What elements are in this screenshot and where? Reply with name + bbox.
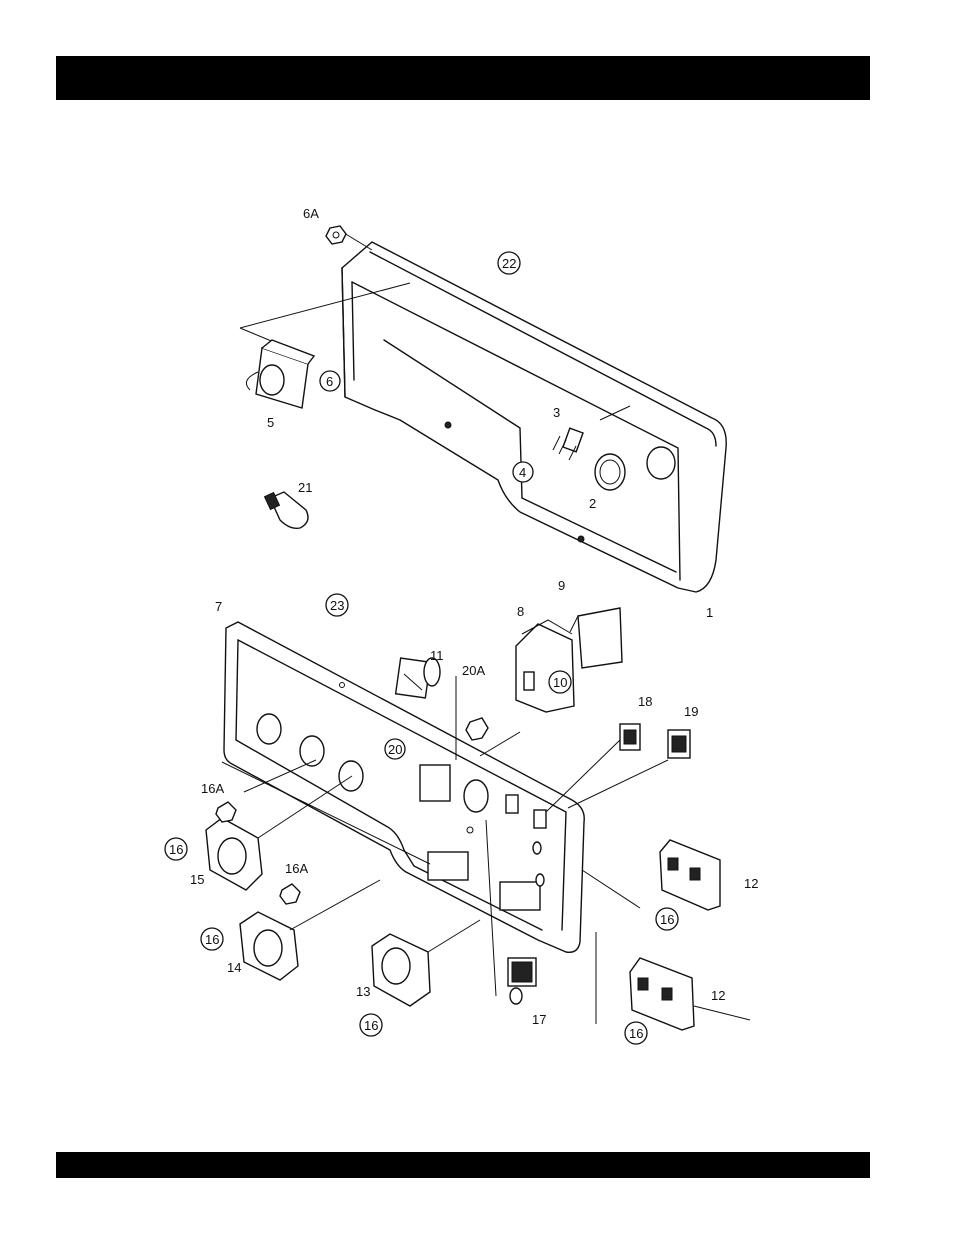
toggle-switch [508,958,536,1004]
receptacle-15 [206,818,262,890]
svg-text:14: 14 [227,960,241,975]
callout-19: 19 [684,704,698,719]
nut-20a [466,718,488,740]
svg-text:20A: 20A [462,663,485,678]
svg-text:5: 5 [267,415,274,430]
bulb [265,492,308,528]
callout-12-lower: 12 [711,988,725,1003]
callout-1: 1 [706,605,713,620]
callout-21: 21 [298,480,312,495]
callout-20: 20 [385,739,405,759]
svg-text:9: 9 [558,578,565,593]
callout-8: 8 [517,604,524,619]
svg-text:6: 6 [326,374,333,389]
callout-15: 15 [190,872,204,887]
svg-text:19: 19 [684,704,698,719]
control-box-housing [240,233,726,592]
callout-16a-1: 16A [201,781,224,796]
callout-16-d: 16 [656,908,678,930]
callout-18: 18 [638,694,652,709]
callout-6: 6 [320,371,340,391]
receptacle-14 [240,912,298,980]
svg-text:16: 16 [205,932,219,947]
nut-16a-1 [216,802,236,822]
callout-11: 11 [430,648,444,663]
callout-12-upper: 12 [744,876,758,891]
callout-17: 17 [532,1012,546,1027]
svg-text:16: 16 [364,1018,378,1033]
svg-text:16A: 16A [201,781,224,796]
callout-3: 3 [553,405,560,420]
svg-text:8: 8 [517,604,524,619]
outlet-12-lower [630,958,694,1030]
hour-meter [396,658,440,698]
callout-10: 10 [549,671,571,693]
lamp-holder [246,340,314,408]
svg-text:1: 1 [706,605,713,620]
receptacle-13 [372,934,430,1006]
svg-text:13: 13 [356,984,370,999]
callout-13: 13 [356,984,370,999]
svg-text:20: 20 [388,742,402,757]
svg-text:3: 3 [553,405,560,420]
callout-16-e: 16 [625,1022,647,1044]
callout-7: 7 [215,599,222,614]
nut-6a [326,226,346,244]
svg-text:6A: 6A [303,206,319,221]
svg-text:11: 11 [430,648,444,663]
callout-14: 14 [227,960,241,975]
callout-2: 2 [589,496,596,511]
callout-16-c: 16 [360,1014,382,1036]
callout-9: 9 [558,578,565,593]
callout-4: 4 [513,462,533,482]
circuit-breaker [516,608,622,712]
svg-text:10: 10 [553,675,567,690]
callout-20a: 20A [462,663,485,678]
callout-22: 22 [498,252,520,274]
svg-text:21: 21 [298,480,312,495]
svg-text:16: 16 [169,842,183,857]
outlet-12-upper [660,840,720,910]
svg-text:12: 12 [711,988,725,1003]
svg-text:4: 4 [519,465,526,480]
nut-16a-2 [280,884,300,904]
svg-text:23: 23 [330,598,344,613]
svg-text:16A: 16A [285,861,308,876]
callout-16-b: 16 [201,928,223,950]
svg-text:22: 22 [502,256,516,271]
svg-text:7: 7 [215,599,222,614]
callout-16a-2: 16A [285,861,308,876]
svg-text:2: 2 [589,496,596,511]
svg-text:12: 12 [744,876,758,891]
svg-text:18: 18 [638,694,652,709]
callout-5: 5 [267,415,274,430]
callout-6a: 6A [303,206,319,221]
callout-23: 23 [326,594,348,616]
svg-text:16: 16 [660,912,674,927]
callout-16-a: 16 [165,838,187,860]
svg-text:16: 16 [629,1026,643,1041]
svg-text:15: 15 [190,872,204,887]
svg-text:17: 17 [532,1012,546,1027]
